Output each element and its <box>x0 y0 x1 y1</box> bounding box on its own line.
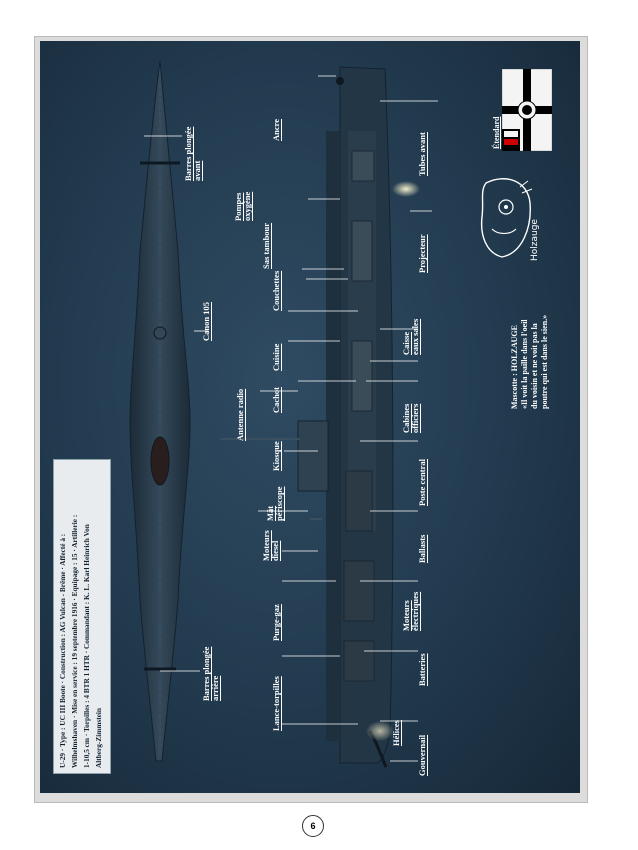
label-projecteur: Projecteur <box>417 234 427 273</box>
submarine-drawing <box>129 60 438 768</box>
label-sas-tambour: Sas tambour <box>261 222 271 269</box>
spec-line: U-29 · Type : UC III Boote · Constructio… <box>58 533 67 768</box>
label-couchettes: Couchettes <box>271 270 281 311</box>
flag-caption: Étendard <box>492 116 501 149</box>
spec-line: Wilhelmshaven · Mise en service : 19 sep… <box>70 514 79 768</box>
side-view-hull <box>220 66 420 768</box>
spec-box: U-29 · Type : UC III Boote · Constructio… <box>53 459 111 774</box>
mascot-signature: Holzauge <box>530 219 540 261</box>
label-antenne-radio: Antenne radio <box>235 388 245 441</box>
label-canon-105: Canon 105 <box>201 302 211 341</box>
label-gouvernail: Gouvernail <box>417 734 427 776</box>
label-ballasts: Ballasts <box>417 534 427 563</box>
illustration-panel: U-29 · Type : UC III Boote · Constructio… <box>40 41 580 793</box>
label-ancre: Ancre <box>271 118 281 141</box>
label-helices: Hélices <box>391 720 401 746</box>
label-poste-central: Poste central <box>417 459 427 506</box>
label-cachot: Cachot <box>271 387 281 413</box>
label-tubes-avant: Tubes avant <box>417 132 427 176</box>
spec-line: Altberg-Zimmstein <box>94 708 103 768</box>
label-purge-gaz: Purge-gaz <box>271 604 281 641</box>
page-number: 6 <box>302 815 324 837</box>
spec-line: 1-10,5 cm · Torpilles : 4 BTR 1 HTR · Co… <box>82 524 91 768</box>
label-lance-torpilles: Lance-torpilles <box>271 676 281 731</box>
mascot-caption: Mascotte : HOLZAUGE «Il voit la paille d… <box>510 314 549 409</box>
mascot-drawing <box>480 178 533 258</box>
top-view-hull <box>129 60 191 762</box>
naval-ensign-flag <box>502 69 552 151</box>
leader-lines <box>144 75 438 762</box>
label-kiosque: Kiosque <box>271 441 281 471</box>
label-batteries: Batteries <box>417 653 427 686</box>
label-cuisine: Cuisine <box>271 343 281 371</box>
